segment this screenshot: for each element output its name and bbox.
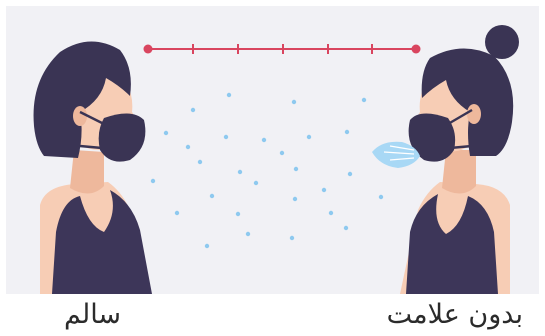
right-ear: [467, 104, 481, 124]
healthy-person: [34, 41, 152, 294]
droplets: [151, 93, 383, 248]
caption-asymptomatic: بدون علامت: [387, 298, 523, 332]
right-hair-bun: [485, 25, 519, 59]
asymptomatic-person: [372, 25, 519, 294]
left-ear: [73, 106, 87, 126]
distance-line: [144, 44, 421, 54]
left-mask: [99, 113, 146, 161]
caption-healthy: سالم: [64, 298, 121, 332]
